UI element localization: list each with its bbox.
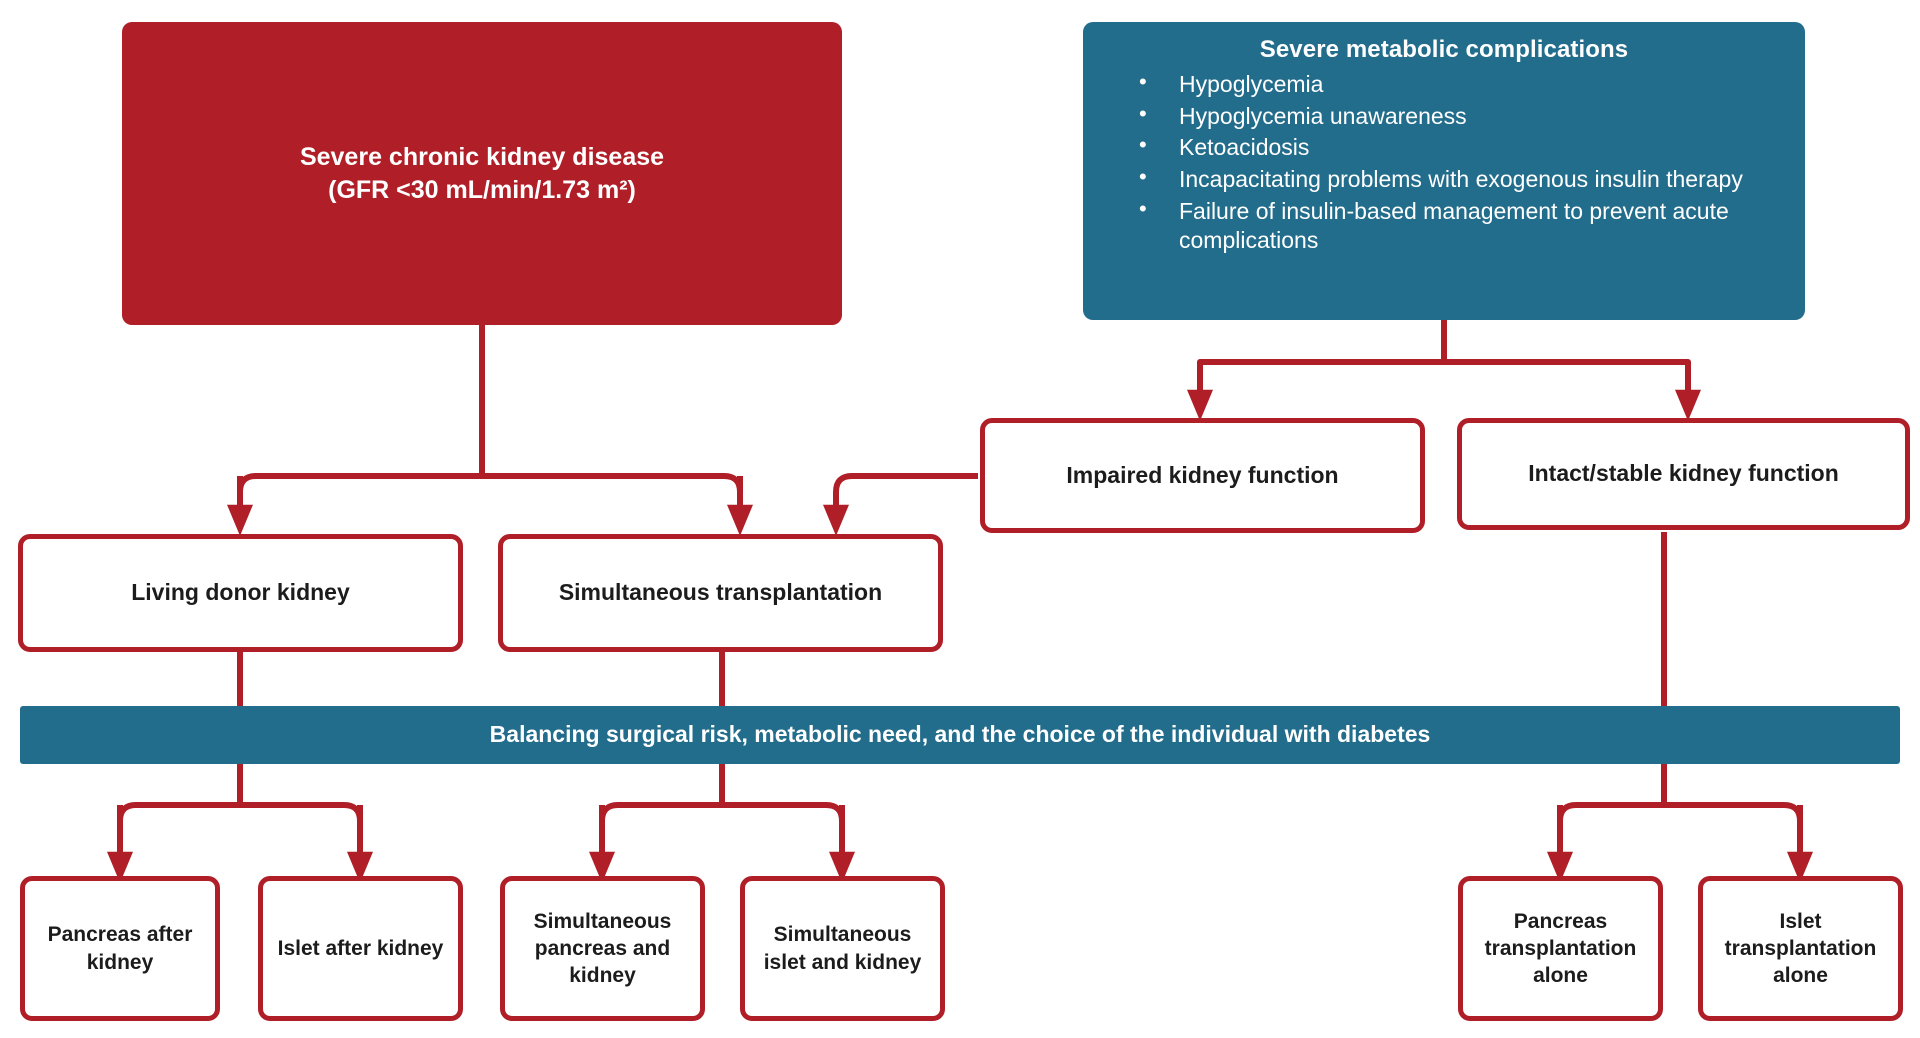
living-donor-label: Living donor kidney <box>131 579 350 606</box>
intact-kidney-label: Intact/stable kidney function <box>1528 460 1839 487</box>
list-item: Incapacitating problems with exogenous i… <box>1139 163 1779 195</box>
metabolic-bullet-list: Hypoglycemia Hypoglycemia unawareness Ke… <box>1109 68 1779 256</box>
list-item: Hypoglycemia <box>1139 68 1779 100</box>
wire-impaired-to-simultaneous <box>823 473 978 536</box>
node-severe-metabolic-complications: Severe metabolic complications Hypoglyce… <box>1083 22 1805 320</box>
simultaneous-pancreas-kidney-label: Simultaneous pancreas and kidney <box>533 909 672 988</box>
node-simultaneous-islet-and-kidney: Simultaneous islet and kidney <box>740 876 945 1021</box>
wire-mid-split <box>599 802 845 868</box>
ckd-line-2: (GFR <30 mL/min/1.73 m²) <box>328 175 636 204</box>
node-islet-transplantation-alone: Islet transplantation alone <box>1698 876 1903 1021</box>
node-impaired-kidney-function: Impaired kidney function <box>980 418 1425 533</box>
node-simultaneous-pancreas-and-kidney: Simultaneous pancreas and kidney <box>500 876 705 1021</box>
islet-alone-label: Islet transplantation alone <box>1724 909 1877 988</box>
node-pancreas-after-kidney: Pancreas after kidney <box>20 876 220 1021</box>
list-item: Ketoacidosis <box>1139 131 1779 163</box>
islet-after-kidney-label: Islet after kidney <box>277 936 444 960</box>
node-balancing-banner: Balancing surgical risk, metabolic need,… <box>20 706 1900 764</box>
banner-label: Balancing surgical risk, metabolic need,… <box>489 721 1431 748</box>
node-living-donor-kidney: Living donor kidney <box>18 534 463 652</box>
list-item: Failure of insulin-based management to p… <box>1139 195 1779 256</box>
pancreas-after-kidney-label: Pancreas after kidney <box>47 923 193 974</box>
impaired-kidney-label: Impaired kidney function <box>1066 461 1339 488</box>
node-islet-after-kidney: Islet after kidney <box>258 876 463 1021</box>
wire-right-split <box>1557 802 1803 868</box>
wire-metabolic-split <box>1197 359 1691 378</box>
wire-ckd-split <box>237 473 743 522</box>
node-simultaneous-transplantation: Simultaneous transplantation <box>498 534 943 652</box>
wire-left-split <box>117 802 363 868</box>
ckd-line-1: Severe chronic kidney disease <box>299 143 665 171</box>
list-item: Hypoglycemia unawareness <box>1139 100 1779 132</box>
node-pancreas-transplantation-alone: Pancreas transplantation alone <box>1458 876 1663 1021</box>
pancreas-alone-label: Pancreas transplantation alone <box>1484 909 1637 988</box>
simultaneous-transplantation-label: Simultaneous transplantation <box>558 579 883 606</box>
simultaneous-islet-kidney-label: Simultaneous islet and kidney <box>763 923 922 974</box>
node-severe-chronic-kidney-disease: Severe chronic kidney disease (GFR <30 m… <box>122 22 842 325</box>
node-intact-stable-kidney-function: Intact/stable kidney function <box>1457 418 1910 530</box>
metabolic-title: Severe metabolic complications <box>1259 36 1629 63</box>
